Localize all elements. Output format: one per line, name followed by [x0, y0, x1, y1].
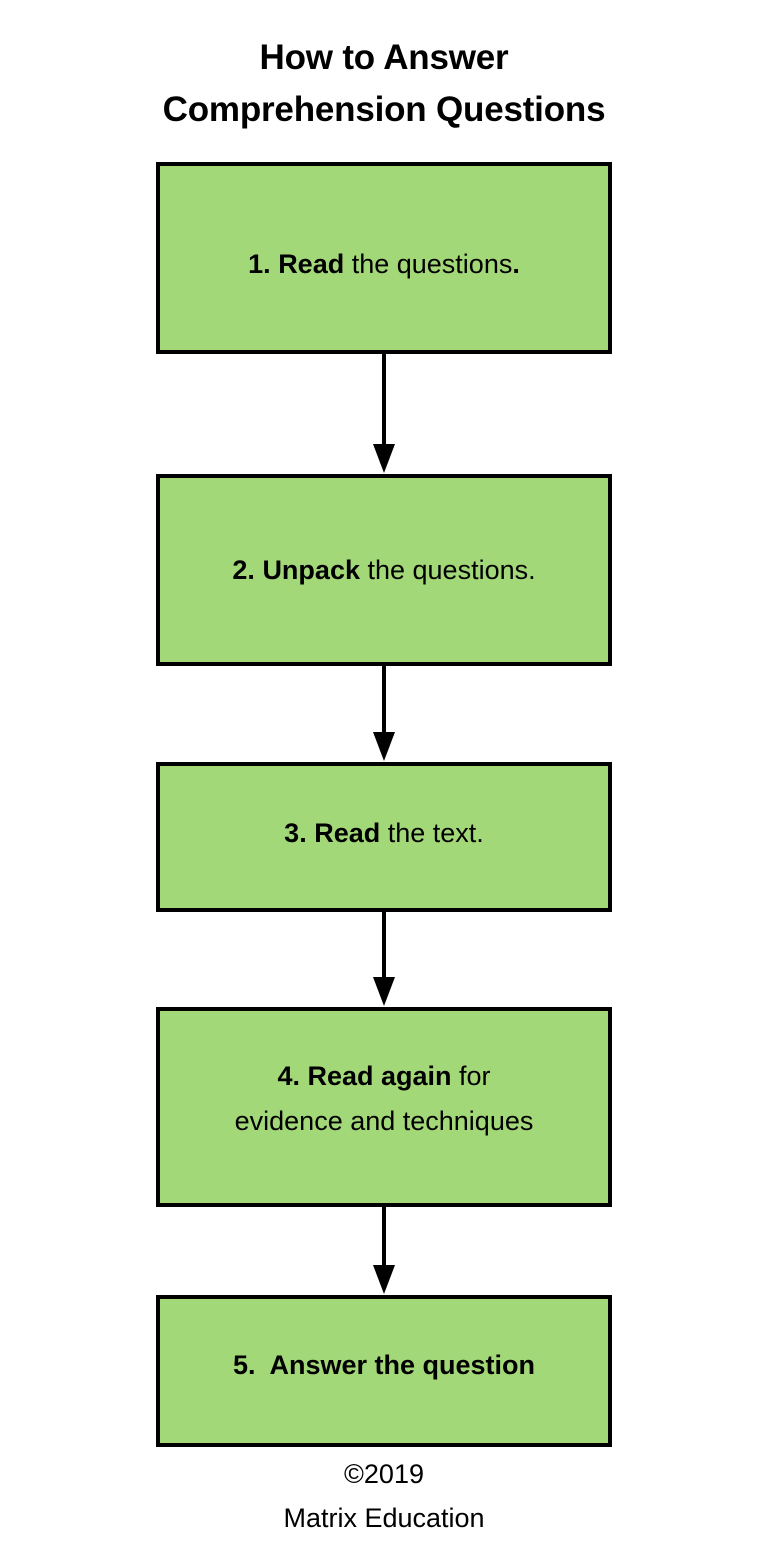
page-title-line-1: How to Answer [259, 38, 509, 77]
flow-step-3-number: 3. [284, 817, 307, 848]
flow-step-2-number: 2. [232, 554, 255, 585]
flow-step-1-terminator: . [512, 248, 520, 279]
flow-step-5-emphasis: Answer the question [269, 1349, 536, 1380]
flow-step-3-rest: the text. [380, 817, 484, 848]
flow-step-2: 2. Unpack the questions. [156, 474, 612, 666]
flow-step-1-number: 1. [248, 248, 271, 279]
flow-step-2-rest: the questions. [359, 554, 536, 585]
footer-credit: ©2019 Matrix Education [0, 1452, 768, 1540]
down-arrow-icon [367, 354, 401, 474]
down-arrow-icon [367, 1207, 401, 1295]
flow-step-1-rest: the questions [344, 248, 513, 279]
page-title: How to Answer Comprehension Questions [0, 32, 768, 136]
down-arrow-icon [367, 912, 401, 1007]
flow-step-4-rest: for [451, 1061, 491, 1091]
flow-step-4-emphasis: Read again [307, 1061, 452, 1091]
flow-step-1: 1. Read the questions. [156, 162, 612, 354]
flow-step-5-number: 5. [232, 1349, 256, 1380]
flow-step-5: 5. Answer the question [156, 1295, 612, 1447]
flow-step-1-emphasis: Read [278, 248, 345, 279]
organisation-name: Matrix Education [283, 1503, 485, 1533]
flow-step-4-line-2: evidence and techniques [234, 1106, 534, 1136]
flow-step-2-emphasis: Unpack [262, 554, 360, 585]
flow-step-4-label: 4. Read again for evidence and techniques [160, 1054, 608, 1144]
flow-step-2-label: 2. Unpack the questions. [160, 548, 608, 593]
flow-step-4: 4. Read again for evidence and techniques [156, 1007, 612, 1207]
flow-step-3-emphasis: Read [314, 817, 381, 848]
flow-step-3: 3. Read the text. [156, 762, 612, 912]
copyright-text: ©2019 [344, 1459, 424, 1489]
flow-step-3-label: 3. Read the text. [160, 811, 608, 856]
page-title-line-2: Comprehension Questions [162, 90, 606, 129]
flow-step-4-number: 4. [277, 1061, 300, 1091]
flow-step-5-label: 5. Answer the question [160, 1343, 608, 1388]
down-arrow-icon [367, 666, 401, 762]
flow-step-1-label: 1. Read the questions. [160, 242, 608, 287]
